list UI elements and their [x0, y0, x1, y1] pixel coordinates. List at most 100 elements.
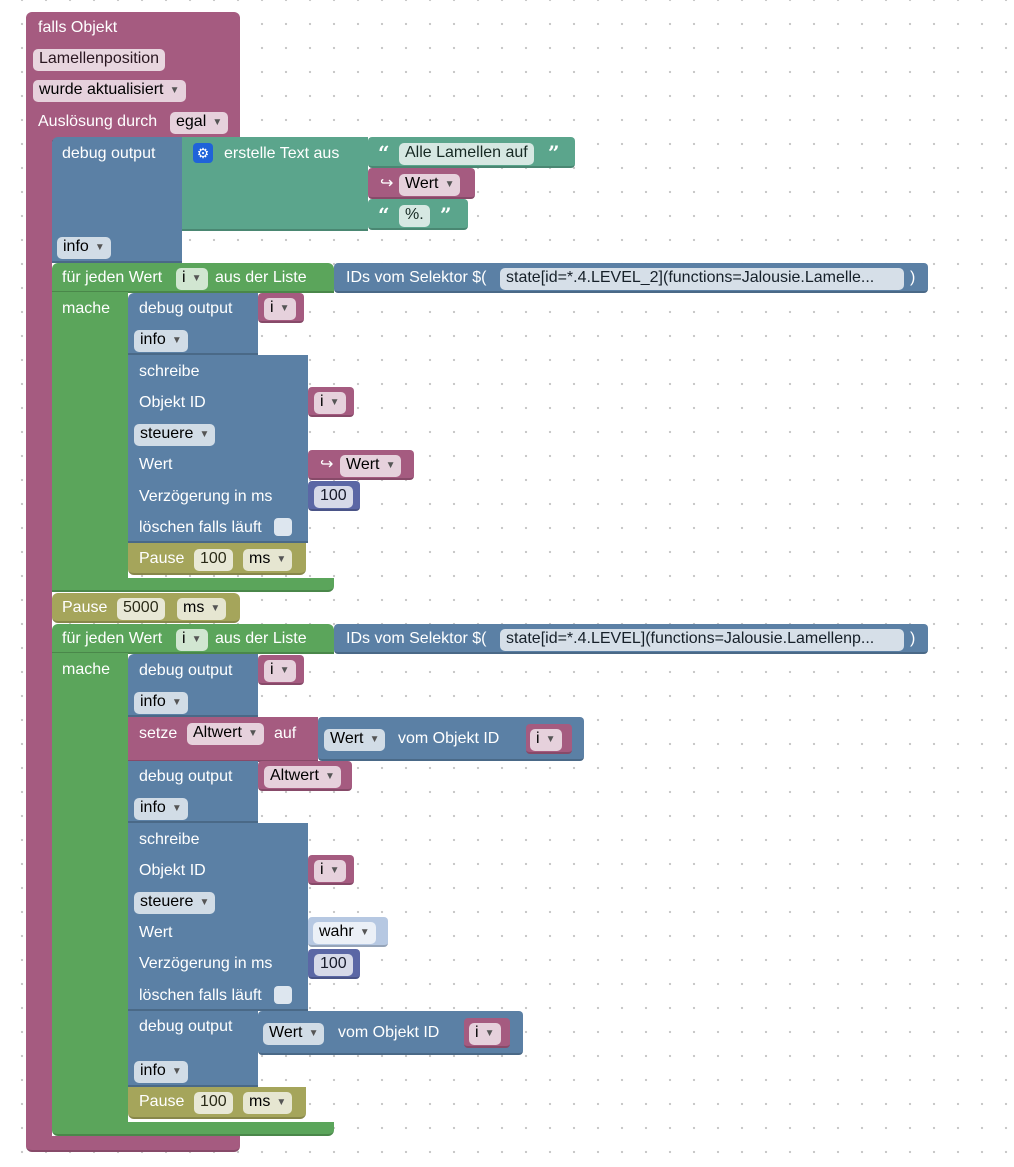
variable-wert-dropdown[interactable]: Wert▼ — [340, 455, 402, 477]
chevron-down-icon: ▼ — [171, 697, 182, 708]
pause-value-input[interactable]: 5000 — [117, 598, 165, 620]
loop-var-dropdown[interactable]: i▼ — [176, 268, 208, 290]
variable-i-dropdown[interactable]: i▼ — [314, 860, 346, 882]
control-mode-value: steuere — [140, 425, 194, 442]
pause-unit-dropdown[interactable]: ms▼ — [177, 598, 227, 620]
get-value-value: Wert — [269, 1024, 303, 1041]
for-each-label: für jeden Wert — [62, 269, 163, 286]
debug-level-dropdown[interactable]: info▼ — [134, 798, 188, 820]
delay-label: Verzögerung in ms — [139, 488, 273, 505]
variable-i-value: i — [320, 861, 324, 878]
set-variable-value: Altwert — [193, 724, 242, 741]
variable-i-dropdown[interactable]: i▼ — [264, 660, 296, 682]
clear-if-running-label: löschen falls läuft — [139, 519, 262, 536]
pause-unit-dropdown[interactable]: ms ▼ — [243, 549, 293, 571]
for-each-loop-2-spine[interactable] — [52, 653, 128, 1125]
chevron-down-icon: ▼ — [329, 865, 340, 876]
variable-i-value: i — [270, 661, 274, 678]
chevron-down-icon: ▼ — [385, 460, 396, 471]
for-each-loop-2-bottom[interactable] — [52, 1122, 334, 1136]
event-trigger-dropdown[interactable]: wurde aktualisiert▼ — [33, 80, 186, 102]
debug-level-dropdown[interactable]: info▼ — [134, 330, 188, 352]
loop-var-dropdown[interactable]: i▼ — [176, 629, 208, 651]
do-label: mache — [62, 661, 111, 678]
control-mode-value: steuere — [140, 893, 194, 910]
text-literal-value-2[interactable]: %. — [399, 205, 430, 227]
chevron-down-icon: ▼ — [276, 554, 287, 565]
variable-i-dropdown[interactable]: i▼ — [469, 1023, 501, 1045]
from-list-label: aus der Liste — [215, 269, 307, 286]
debug-level-dropdown[interactable]: info ▼ — [57, 237, 111, 259]
for-each-loop-1-spine[interactable] — [52, 292, 128, 578]
write-label: schreibe — [139, 363, 200, 380]
for-each-loop-1-bottom[interactable] — [52, 578, 334, 592]
pause-unit-value: ms — [249, 550, 271, 567]
chevron-down-icon: ▼ — [191, 273, 202, 284]
event-trigger-by-dropdown[interactable]: egal▼ — [170, 112, 229, 134]
debug-output-label: debug output — [139, 1018, 233, 1035]
event-trigger-by-label: Auslösung durch — [38, 113, 158, 130]
clear-if-running-checkbox[interactable] — [274, 986, 292, 1004]
debug-level-value: info — [140, 1062, 166, 1079]
selector-input-1[interactable]: state[id=*.4.LEVEL_2](functions=Jalousie… — [500, 268, 904, 290]
object-id-label: Objekt ID — [139, 862, 206, 879]
variable-altwert-dropdown[interactable]: Altwert▼ — [264, 766, 341, 788]
chevron-down-icon: ▼ — [248, 728, 258, 739]
control-mode-dropdown[interactable]: steuere ▼ — [134, 892, 216, 914]
chevron-down-icon: ▼ — [279, 303, 290, 314]
variable-wert-dropdown[interactable]: Wert▼ — [399, 174, 461, 196]
chevron-down-icon: ▼ — [276, 1097, 287, 1108]
gear-icon[interactable]: ⚙ — [193, 143, 213, 163]
debug-level-dropdown[interactable]: info▼ — [134, 1061, 188, 1083]
from-object-label: vom Objekt ID — [398, 730, 500, 747]
selector-close: ) — [910, 269, 916, 286]
chevron-down-icon: ▼ — [369, 734, 380, 745]
set-variable-dropdown[interactable]: Altwert ▼ — [187, 723, 264, 745]
set-to-label: auf — [274, 725, 297, 742]
chevron-down-icon: ▼ — [484, 1028, 495, 1039]
debug-level-value: info — [63, 238, 89, 255]
variable-i-dropdown[interactable]: i▼ — [530, 729, 562, 751]
variable-i-dropdown[interactable]: i▼ — [264, 298, 296, 320]
chevron-down-icon: ▼ — [169, 85, 180, 96]
get-value-dropdown[interactable]: Wert▼ — [263, 1023, 325, 1045]
loop-var-value: i — [182, 269, 186, 286]
loop2-write-block[interactable] — [128, 823, 308, 1011]
chevron-down-icon: ▼ — [171, 335, 182, 346]
boolean-dropdown[interactable]: wahr▼ — [313, 922, 376, 944]
event-object-name-field[interactable]: Lamellenposition — [33, 49, 166, 71]
text-literal-value-1[interactable]: Alle Lamellen auf — [399, 143, 534, 165]
set-label: setze — [139, 725, 178, 742]
close-quote-icon: ” — [548, 141, 560, 165]
pause-unit-dropdown[interactable]: ms▼ — [243, 1092, 293, 1114]
pause-value-input[interactable]: 100 — [194, 1092, 233, 1114]
pause-value-input[interactable]: 100 — [194, 549, 233, 571]
chevron-down-icon: ▼ — [199, 429, 210, 440]
pause-label: Pause — [139, 550, 185, 567]
get-value-dropdown[interactable]: Wert▼ — [324, 729, 386, 751]
event-block-spine[interactable] — [26, 130, 52, 1138]
debug-level-dropdown[interactable]: info ▼ — [134, 692, 188, 714]
create-text-block[interactable] — [182, 137, 368, 231]
delay-input[interactable]: 100 — [314, 486, 353, 508]
pause-label: Pause — [62, 599, 108, 616]
event-title: falls Objekt — [38, 19, 118, 36]
debug-level-value: info — [140, 693, 166, 710]
chevron-down-icon: ▼ — [199, 897, 210, 908]
delay-input[interactable]: 100 — [314, 954, 353, 976]
chevron-down-icon: ▼ — [94, 242, 105, 253]
selector-input-2[interactable]: state[id=*.4.LEVEL](functions=Jalousie.L… — [500, 629, 904, 651]
control-mode-dropdown[interactable]: steuere ▼ — [134, 424, 216, 446]
loop1-write-block[interactable] — [128, 355, 308, 543]
value-label: Wert — [139, 456, 173, 473]
event-block-bottom[interactable] — [26, 1136, 240, 1152]
selector-label: IDs vom Selektor $( — [346, 630, 487, 647]
variable-arrow-icon: ↪ — [380, 175, 394, 192]
chevron-down-icon: ▼ — [171, 803, 182, 814]
clear-if-running-checkbox[interactable] — [274, 518, 292, 536]
chevron-down-icon: ▼ — [191, 634, 202, 645]
variable-i-dropdown[interactable]: i▼ — [314, 392, 346, 414]
pause-unit-value: ms — [183, 599, 205, 616]
chevron-down-icon: ▼ — [444, 179, 455, 190]
clear-if-running-label: löschen falls läuft — [139, 987, 262, 1004]
